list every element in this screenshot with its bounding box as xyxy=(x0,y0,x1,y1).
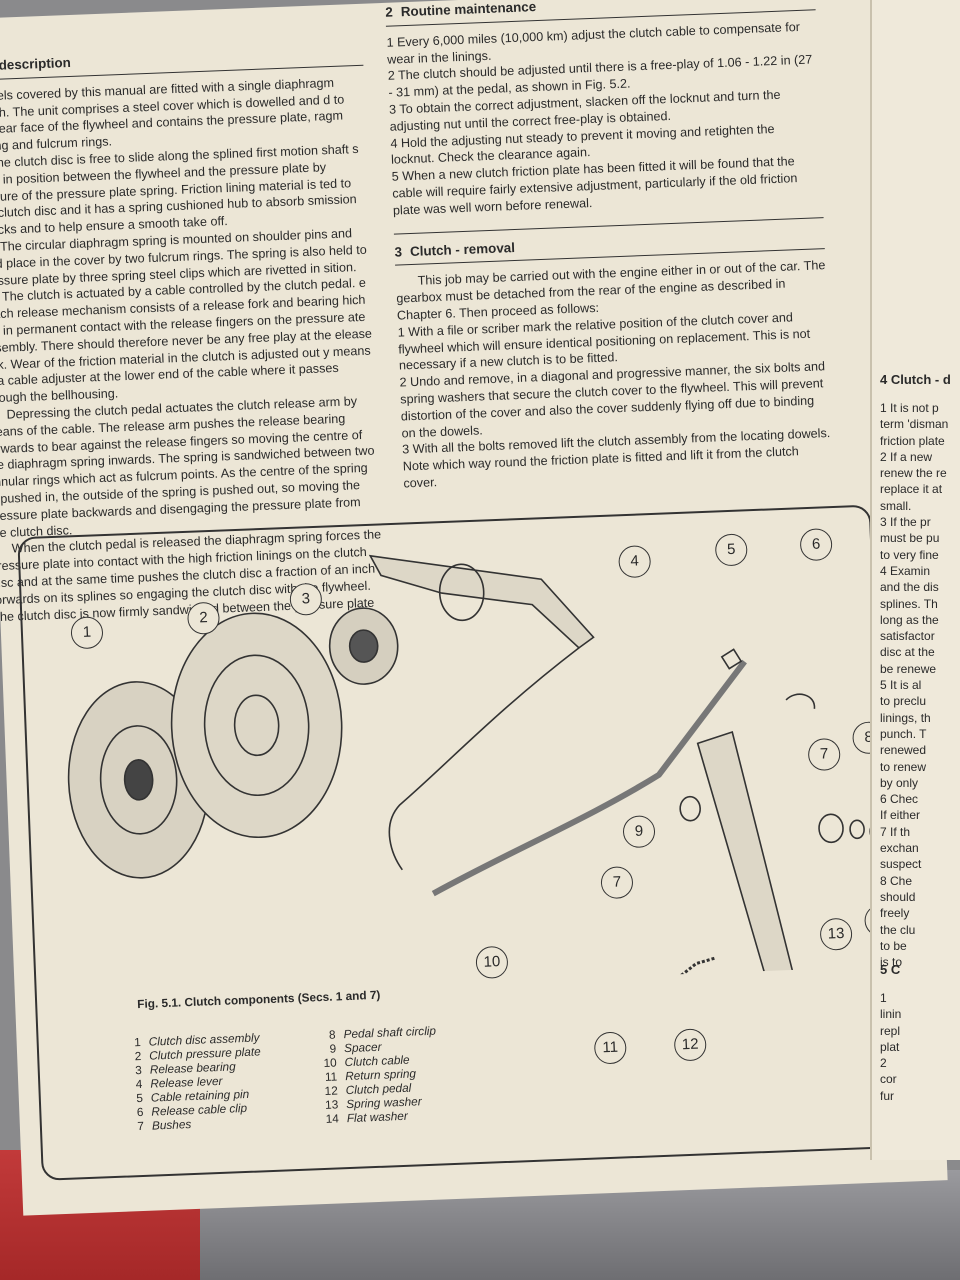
section4-heading: 4 Clutch - d xyxy=(880,372,951,387)
release-lever-drawing xyxy=(368,554,595,649)
clutch-exploded-diagram xyxy=(67,554,885,999)
bush-drawing xyxy=(679,795,701,822)
return-spring-drawing xyxy=(558,956,717,999)
clutch-cable-drawing xyxy=(388,647,580,871)
left-paragraph-4: The clutch is actuated by a cable contro… xyxy=(0,276,373,406)
clutch-components-figure: 1 2 3 4 5 6 7 8 9 7 10 11 12 13 14 Fig. … xyxy=(17,504,898,1181)
callout-12: 12 xyxy=(673,1028,707,1062)
manual-page: eral description models covered by this … xyxy=(0,0,948,1216)
section5-heading: 5 C xyxy=(880,962,901,977)
clutch-pedal-drawing xyxy=(696,731,881,999)
pressure-plate-drawing xyxy=(170,612,343,839)
left-paragraph-2: he clutch disc is free to slide along th… xyxy=(0,141,359,238)
callout-11: 11 xyxy=(593,1031,627,1065)
left-paragraph-5: Depressing the clutch pedal actuates the… xyxy=(0,394,375,540)
